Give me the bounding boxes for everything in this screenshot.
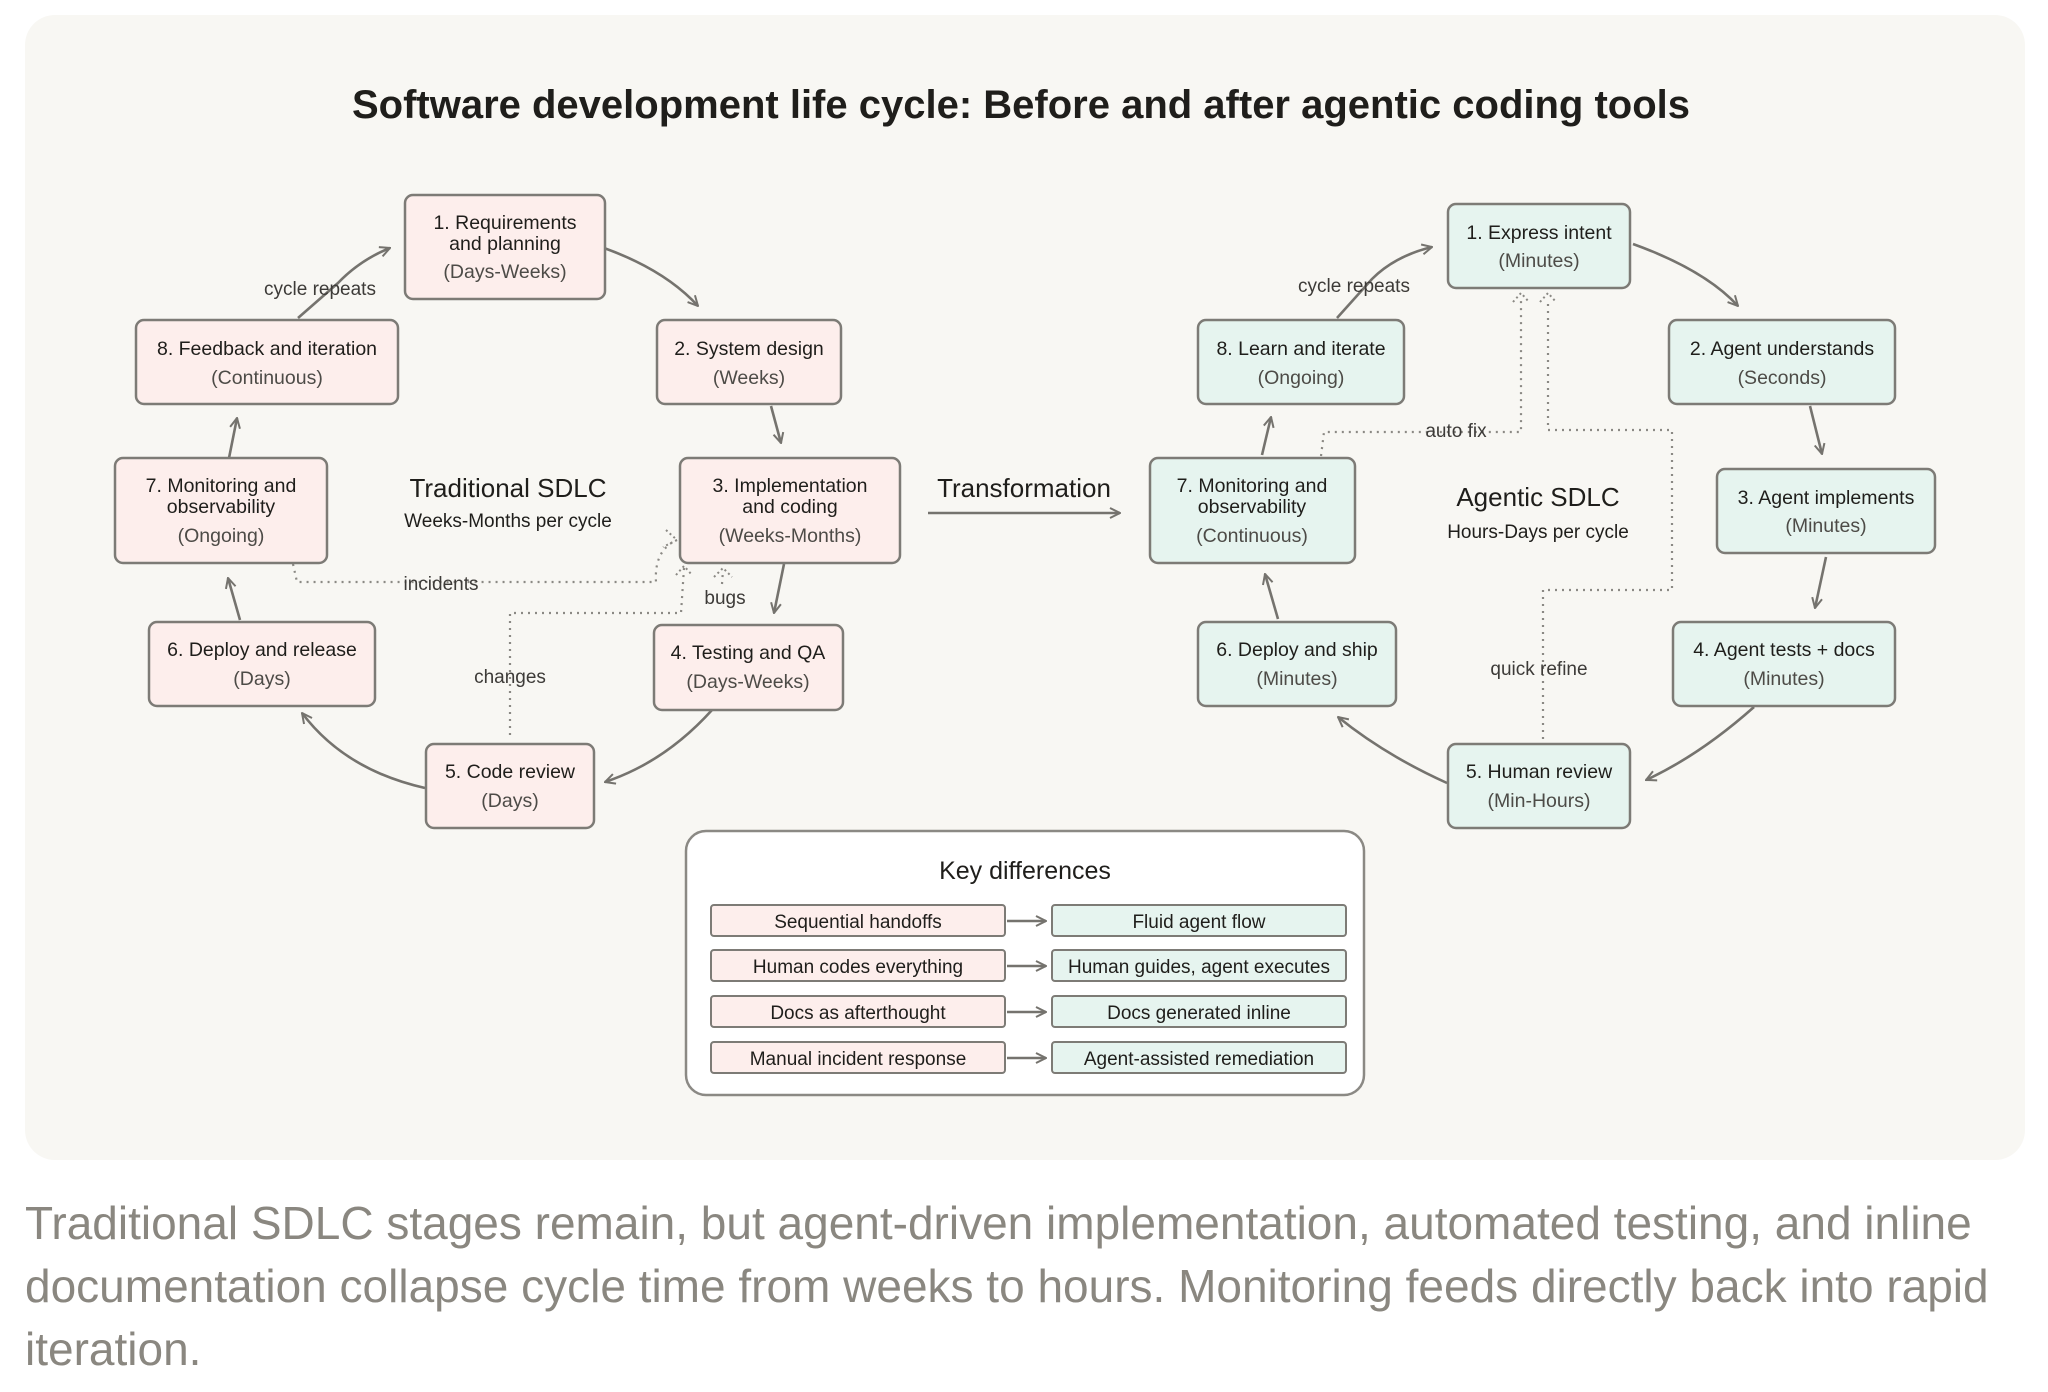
key-difference-row: Human codes everything Human guides, age… bbox=[710, 949, 1347, 982]
stage-duration: (Days-Weeks) bbox=[443, 261, 566, 283]
stage-duration: (Ongoing) bbox=[178, 525, 265, 547]
stage-name-line: 4. Testing and QA bbox=[671, 642, 826, 664]
stage-duration: (Minutes) bbox=[1256, 668, 1337, 690]
agentic-stage-5: 5. Human review (Min-Hours) bbox=[1446, 742, 1632, 830]
diagram-title: Software development life cycle: Before … bbox=[352, 83, 1690, 127]
traditional-stage-1: 1. Requirements and planning (Days-Weeks… bbox=[403, 193, 607, 301]
quick-refine-label: quick refine bbox=[1490, 659, 1587, 680]
cycle-repeats-label: cycle repeats bbox=[264, 279, 376, 300]
traditional-flow-arrows bbox=[228, 248, 1120, 790]
stage-name-line: 5. Code review bbox=[445, 761, 576, 783]
stage-name-line: 6. Deploy and release bbox=[167, 639, 357, 661]
after-cell: Human guides, agent executes bbox=[1068, 957, 1330, 978]
agentic-stage-1: 1. Express intent (Minutes) bbox=[1446, 202, 1632, 290]
agentic-heading: Agentic SDLC bbox=[1456, 482, 1619, 512]
transformation-label: Transformation bbox=[937, 473, 1111, 503]
stage-name-line: 1. Express intent bbox=[1466, 222, 1612, 244]
after-cell: Fluid agent flow bbox=[1132, 912, 1265, 933]
traditional-stage-2: 2. System design (Weeks) bbox=[655, 318, 843, 406]
incidents-label: incidents bbox=[404, 574, 479, 595]
stage-duration: (Weeks) bbox=[713, 367, 785, 389]
stage-duration: (Days-Weeks) bbox=[686, 671, 809, 693]
key-difference-row: Sequential handoffs Fluid agent flow bbox=[710, 904, 1347, 937]
traditional-stage-6: 6. Deploy and release (Days) bbox=[147, 620, 377, 708]
stage-name-line: observability bbox=[1198, 496, 1307, 518]
agentic-cycle-repeats-label: cycle repeats bbox=[1298, 276, 1410, 297]
stage-name-line: 2. System design bbox=[674, 338, 824, 360]
traditional-heading: Traditional SDLC bbox=[409, 473, 606, 503]
stage-duration: (Min-Hours) bbox=[1488, 790, 1591, 812]
stage-name-line: 3. Agent implements bbox=[1738, 487, 1915, 509]
agentic-stage-7: 7. Monitoring and observability (Continu… bbox=[1148, 456, 1357, 565]
traditional-feedback-loops bbox=[291, 529, 733, 735]
agentic-stage-8: 8. Learn and iterate (Ongoing) bbox=[1196, 318, 1406, 406]
stage-name-line: 4. Agent tests + docs bbox=[1693, 639, 1875, 661]
stage-duration: (Days) bbox=[481, 790, 538, 812]
stage-duration: (Days) bbox=[233, 668, 290, 690]
stage-duration: (Minutes) bbox=[1498, 250, 1579, 272]
before-cell: Human codes everything bbox=[753, 957, 963, 978]
after-cell: Agent-assisted remediation bbox=[1084, 1049, 1314, 1070]
stage-name-line: 7. Monitoring and bbox=[1177, 475, 1328, 497]
traditional-subheading: Weeks-Months per cycle bbox=[404, 511, 612, 532]
before-cell: Docs as afterthought bbox=[770, 1003, 946, 1024]
changes-label: changes bbox=[474, 667, 546, 688]
stage-name-line: observability bbox=[167, 496, 276, 518]
agentic-stage-4: 4. Agent tests + docs (Minutes) bbox=[1671, 620, 1897, 708]
key-differences-title: Key differences bbox=[939, 857, 1111, 885]
agentic-feedback-loops bbox=[1319, 291, 1674, 739]
traditional-stage-4: 4. Testing and QA (Days-Weeks) bbox=[652, 623, 845, 712]
key-differences-box: Key differences Sequential handoffs Flui… bbox=[684, 829, 1366, 1097]
key-difference-row: Manual incident response Agent-assisted … bbox=[710, 1041, 1347, 1074]
auto-fix-label: auto fix bbox=[1425, 421, 1487, 442]
bugs-label: bugs bbox=[704, 588, 745, 609]
traditional-stage-7: 7. Monitoring and observability (Ongoing… bbox=[113, 456, 329, 565]
stage-duration: (Ongoing) bbox=[1258, 367, 1345, 389]
agentic-stage-2: 2. Agent understands (Seconds) bbox=[1667, 318, 1897, 406]
agentic-stage-6: 6. Deploy and ship (Minutes) bbox=[1196, 620, 1398, 708]
key-difference-row: Docs as afterthought Docs generated inli… bbox=[710, 995, 1347, 1028]
stage-name-line: and coding bbox=[742, 496, 837, 518]
stage-duration: (Minutes) bbox=[1785, 515, 1866, 537]
traditional-stage-3: 3. Implementation and coding (Weeks-Mont… bbox=[678, 456, 902, 565]
traditional-stage-8: 8. Feedback and iteration (Continuous) bbox=[134, 318, 400, 406]
stage-name-line: 5. Human review bbox=[1466, 761, 1613, 783]
agentic-stage-3: 3. Agent implements (Minutes) bbox=[1715, 467, 1937, 555]
stage-name-line: 6. Deploy and ship bbox=[1216, 639, 1378, 661]
stage-duration: (Minutes) bbox=[1743, 668, 1824, 690]
before-cell: Manual incident response bbox=[750, 1049, 967, 1070]
stage-duration: (Weeks-Months) bbox=[719, 525, 862, 547]
stage-duration: (Seconds) bbox=[1738, 367, 1827, 389]
stage-name-line: 3. Implementation bbox=[712, 475, 867, 497]
stage-name-line: 8. Feedback and iteration bbox=[157, 338, 377, 360]
after-cell: Docs generated inline bbox=[1107, 1003, 1291, 1024]
stage-duration: (Continuous) bbox=[211, 367, 323, 389]
stage-name-line: 1. Requirements bbox=[433, 212, 576, 234]
traditional-stage-5: 5. Code review (Days) bbox=[424, 742, 596, 830]
agentic-subheading: Hours-Days per cycle bbox=[1447, 522, 1629, 543]
before-cell: Sequential handoffs bbox=[774, 912, 942, 933]
stage-name-line: 8. Learn and iterate bbox=[1216, 338, 1385, 360]
stage-duration: (Continuous) bbox=[1196, 525, 1308, 547]
agentic-flow-arrows bbox=[1260, 242, 1828, 785]
figure-caption: Traditional SDLC stages remain, but agen… bbox=[25, 1197, 1989, 1375]
stage-name-line: 7. Monitoring and bbox=[146, 475, 297, 497]
stage-name-line: 2. Agent understands bbox=[1690, 338, 1875, 360]
stage-name-line: and planning bbox=[449, 233, 561, 255]
